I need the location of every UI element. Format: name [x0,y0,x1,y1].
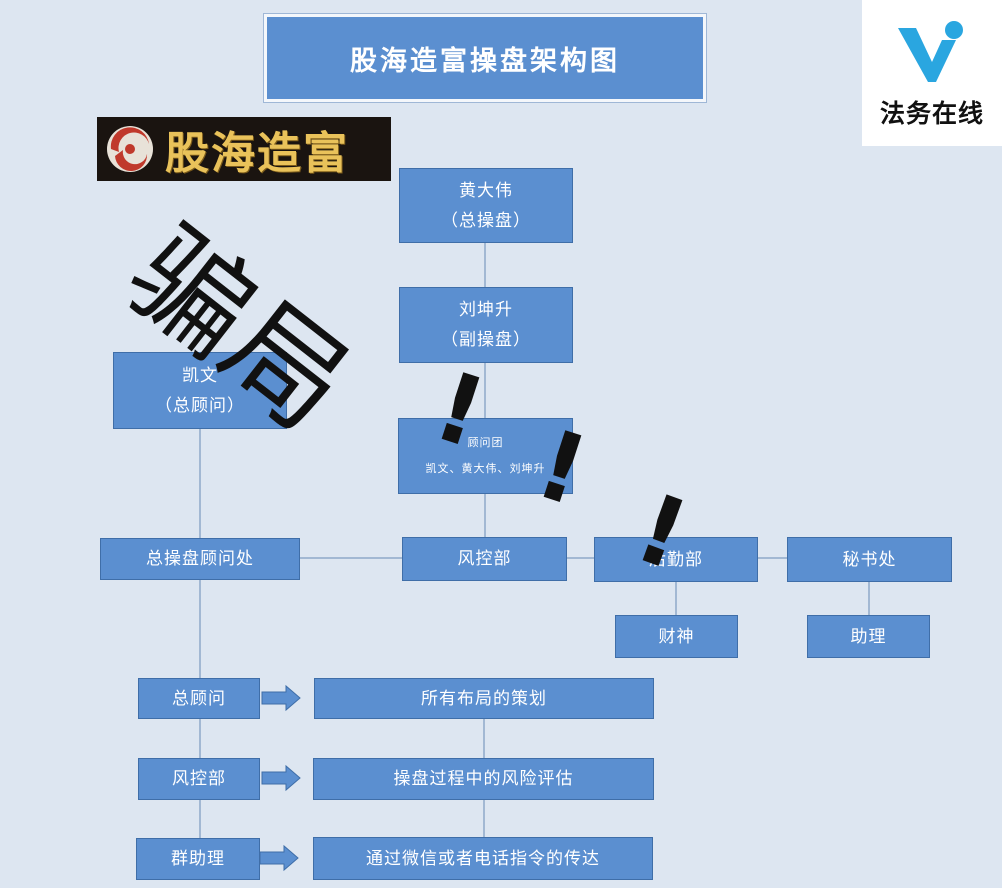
node-deputy: 刘坤升 （副操盘） [399,287,573,363]
node-assistant: 助理 [807,615,930,658]
swirl-logo-icon [107,126,153,172]
duty-task: 操盘过程中的风险评估 [313,758,654,800]
node-finance-label: 财神 [658,626,695,647]
node-advisor-role: （总顾问） [155,395,245,416]
duty-role: 风控部 [138,758,260,800]
duty-task-label: 通过微信或者电话指令的传达 [366,848,600,869]
brand-logo-text: 股海造富 [165,128,349,179]
node-chief-role: （总操盘） [441,210,531,231]
node-advisory-group-name: 顾问团 [467,436,504,449]
duty-role: 群助理 [136,838,260,880]
node-risk-label: 风控部 [457,549,512,569]
node-advisor-office: 总操盘顾问处 [100,538,300,580]
node-logistics: 后勤部 [594,537,758,582]
brand-logo-left: 股海造富 [97,117,391,181]
brand-logo-name: 法务在线 [879,99,984,128]
node-deputy-role: （副操盘） [441,330,531,350]
node-logistics-label: 后勤部 [649,549,703,570]
brand-logo-right: 法务在线 [862,0,1002,146]
node-advisory-group-members: 凯文、黄大伟、刘坤升 [425,462,546,475]
node-risk: 风控部 [402,537,567,581]
duty-task-label: 操盘过程中的风险评估 [393,769,574,789]
node-advisor: 凯文 （总顾问） [113,352,287,429]
chart-title: 股海造富操盘架构图 [263,13,707,103]
duty-task: 所有布局的策划 [314,678,654,719]
node-secretariat: 秘书处 [787,537,952,582]
duty-role-label: 总顾问 [172,688,226,709]
node-finance: 财神 [615,615,738,658]
duty-role-label: 风控部 [172,769,226,789]
node-advisor-name: 凯文 [182,365,218,386]
v-logo-icon [898,21,963,82]
node-chief-name: 黄大伟 [459,180,513,201]
duty-role: 总顾问 [138,678,260,719]
node-deputy-name: 刘坤升 [459,300,513,320]
duty-task: 通过微信或者电话指令的传达 [313,837,653,880]
duty-role-label: 群助理 [171,849,225,869]
node-chief: 黄大伟 （总操盘） [399,168,573,243]
node-advisory-group: 顾问团 凯文、黄大伟、刘坤升 [398,418,573,494]
node-advisor-office-label: 总操盘顾问处 [146,549,254,569]
node-assistant-label: 助理 [850,626,887,647]
chart-title-text: 股海造富操盘架构图 [350,45,620,77]
duty-task-label: 所有布局的策划 [421,688,547,709]
node-secretariat-label: 秘书处 [842,549,897,570]
